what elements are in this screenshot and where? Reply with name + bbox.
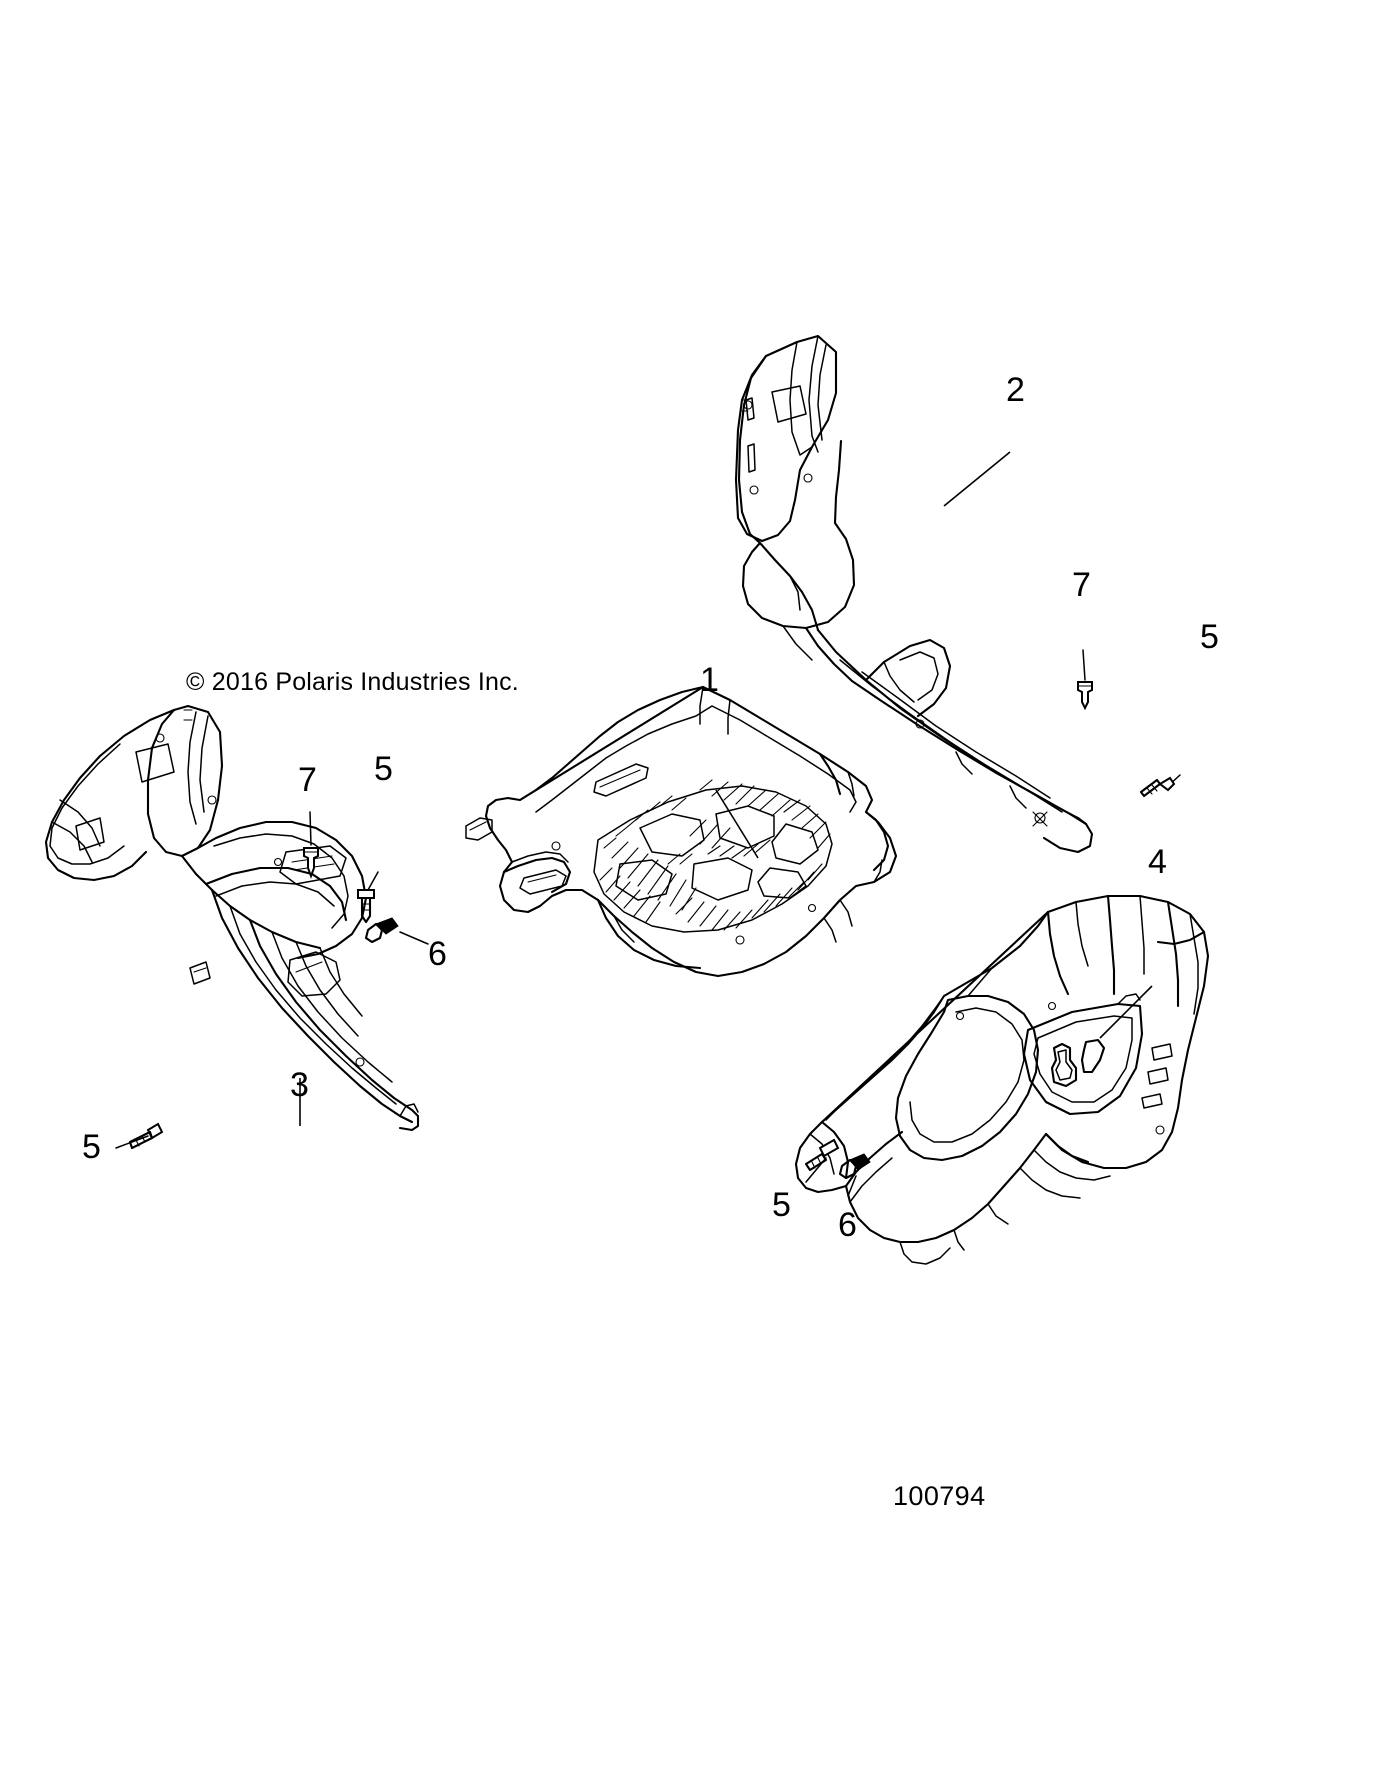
part-4-fender-panel-right-rear: [796, 896, 1208, 1264]
callout-7-left-group: 7: [298, 761, 317, 799]
callout-5-bottom-left: 5: [82, 1128, 101, 1166]
callout-5-upper-right: 5: [1200, 618, 1219, 656]
fastener-6-rivet-left-group: [366, 918, 428, 944]
callout-2: 2: [1006, 371, 1025, 409]
part-1-floor-panel-center: [466, 687, 896, 976]
callout-1: 1: [700, 661, 719, 699]
fastener-5-screw-upper-right: [1141, 775, 1180, 796]
drawing-number: 100794: [893, 1481, 986, 1511]
part-2-rocker-panel-right-front: [736, 336, 1092, 852]
callout-5-bottom-centre: 5: [772, 1186, 791, 1224]
fastener-7-push-pin-upper: [1078, 650, 1092, 708]
fastener-5-screw-bottom-centre: [806, 1140, 838, 1182]
fastener-7-push-pin-left: [304, 812, 318, 876]
callout-6-bottom-centre: 6: [838, 1206, 857, 1244]
callout-4: 4: [1148, 843, 1167, 881]
copyright-notice: © 2016 Polaris Industries Inc.: [186, 668, 519, 696]
fastener-6-rivet-bottom-centre: [840, 1154, 870, 1196]
fastener-5-screw-left-group: [358, 872, 378, 922]
callout-6-left-group: 6: [428, 935, 447, 973]
callout-leader-lines: [300, 452, 1152, 1126]
fastener-5-screw-bottom-left: [116, 1124, 162, 1148]
callout-7-upper-right: 7: [1072, 566, 1091, 604]
callout-5-left-group: 5: [374, 750, 393, 788]
part-3-rocker-panel-left: [46, 706, 418, 1130]
callout-3: 3: [290, 1066, 309, 1104]
